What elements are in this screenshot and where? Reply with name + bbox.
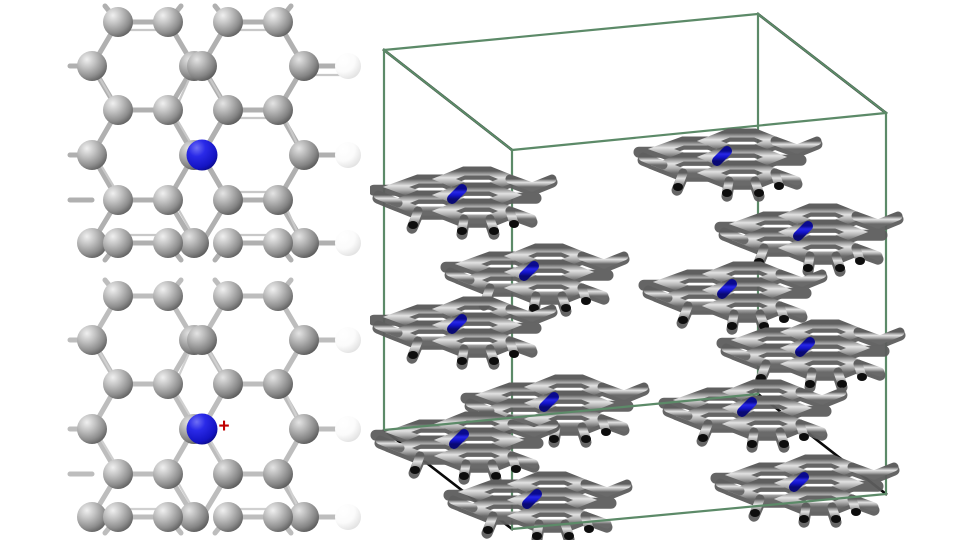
graphene-flake <box>722 324 900 388</box>
bond-group-neutral <box>67 3 348 263</box>
panel-cation-molecule: + <box>0 268 370 540</box>
atom-group-neutral <box>77 7 361 258</box>
neutral-molecule-svg <box>67 3 361 263</box>
carbon-atom <box>103 369 133 399</box>
carbon-atom <box>103 95 133 125</box>
graphene-flake <box>449 476 627 540</box>
carbon-atom <box>103 228 133 258</box>
carbon-atom <box>187 325 217 355</box>
carbon-atom <box>153 185 183 215</box>
carbon-atom <box>103 502 133 532</box>
carbon-atom <box>263 185 293 215</box>
carbon-atom <box>213 369 243 399</box>
carbon-atom <box>289 228 319 258</box>
cation-molecule-svg: + <box>67 277 361 536</box>
carbon-atom <box>263 7 293 37</box>
carbon-atom <box>153 369 183 399</box>
carbon-atom <box>263 459 293 489</box>
carbon-atom <box>213 185 243 215</box>
graphene-flake <box>644 266 822 330</box>
carbon-atom <box>77 228 107 258</box>
carbon-atom <box>77 414 107 444</box>
cell-edge <box>383 392 759 432</box>
nitrogen-atom <box>186 139 218 171</box>
carbon-atom <box>213 228 243 258</box>
carbon-atom <box>103 459 133 489</box>
unit-cell-box-front <box>383 392 887 531</box>
bond-group-cation <box>67 277 348 536</box>
hydrogen-atom <box>335 53 361 79</box>
hydrogen-atom <box>335 230 361 256</box>
carbon-atom <box>213 281 243 311</box>
carbon-atom <box>213 459 243 489</box>
carbon-atom <box>263 228 293 258</box>
hydrogen-atom <box>335 142 361 168</box>
panel-neutral-molecule <box>0 0 370 268</box>
carbon-atom <box>153 281 183 311</box>
carbon-atom <box>263 95 293 125</box>
carbon-atom <box>179 502 209 532</box>
graphene-flake <box>716 459 894 523</box>
carbon-atom <box>103 185 133 215</box>
carbon-atom <box>263 502 293 532</box>
carbon-atom <box>289 140 319 170</box>
hydrogen-atom <box>335 504 361 530</box>
cell-edge <box>511 492 887 531</box>
carbon-atom <box>77 325 107 355</box>
hydrogen-atom <box>335 416 361 442</box>
cell-edge <box>510 111 888 152</box>
carbon-atom <box>289 51 319 81</box>
carbon-atom <box>103 7 133 37</box>
graphene-flake <box>374 171 552 235</box>
carbon-atom <box>213 95 243 125</box>
unit-cell-svg <box>370 12 960 540</box>
cell-edge <box>756 12 888 115</box>
carbon-atom <box>289 502 319 532</box>
graphene-flake <box>376 416 554 480</box>
carbon-atom <box>213 7 243 37</box>
carbon-atom <box>289 325 319 355</box>
flake-column-right <box>639 133 900 523</box>
hydrogen-atom <box>335 327 361 353</box>
graphene-flake <box>374 301 552 365</box>
panel-unit-cell <box>370 0 960 540</box>
carbon-atom <box>153 459 183 489</box>
carbon-atom <box>153 502 183 532</box>
unit-cell-box <box>382 12 888 531</box>
carbon-atom <box>153 95 183 125</box>
cell-edge <box>382 48 514 152</box>
carbon-atom <box>153 228 183 258</box>
carbon-atom <box>77 502 107 532</box>
carbon-atom <box>213 502 243 532</box>
carbon-atom <box>263 281 293 311</box>
atom-group-cation <box>77 281 361 532</box>
carbon-atom <box>289 414 319 444</box>
carbon-atom <box>187 51 217 81</box>
carbon-atom <box>153 7 183 37</box>
graphene-flake <box>639 133 817 197</box>
carbon-atom <box>77 51 107 81</box>
carbon-atom <box>77 140 107 170</box>
carbon-atom <box>263 369 293 399</box>
cell-edge <box>382 12 760 52</box>
flake-column-left <box>374 171 644 540</box>
nitrogen-atom <box>186 413 218 445</box>
carbon-atom <box>103 281 133 311</box>
carbon-atom <box>179 228 209 258</box>
positive-charge-label: + <box>218 416 229 437</box>
